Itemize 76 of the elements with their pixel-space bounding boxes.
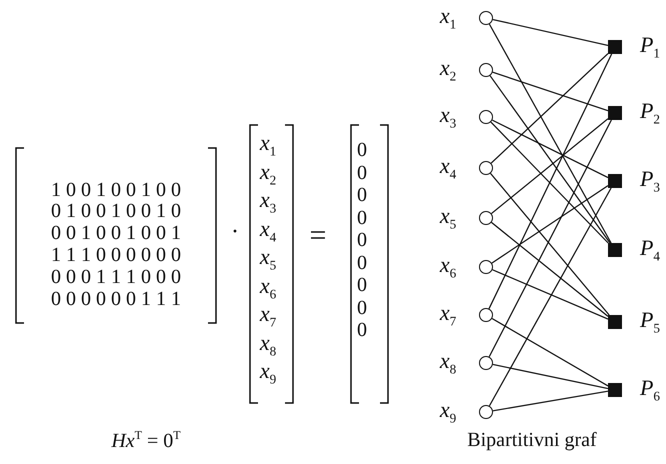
variable-node (479, 356, 493, 370)
matrix-row: 0 0 0 1 1 1 0 0 0 (51, 267, 181, 287)
check-node (608, 243, 622, 257)
node-label: x$_{6}$ (440, 254, 456, 280)
node-label: x$_{5}$ (440, 205, 456, 231)
variable-node (479, 308, 493, 322)
math-symbol: x$_{1}$ (260, 132, 276, 158)
variable-node (479, 161, 493, 175)
graph-edge (492, 120, 608, 178)
check-node (608, 315, 622, 329)
graph-edge (491, 118, 608, 214)
graph-edge (492, 72, 608, 112)
math-symbol: x$_{6}$ (260, 274, 276, 300)
matrix-row: 0 0 1 0 0 1 0 0 1 (51, 223, 181, 243)
graph-edge (492, 185, 608, 264)
node-label: x$_{7}$ (440, 302, 456, 328)
equation-caption: Hx$^{T}$ = 0$^{T}$ (111, 429, 181, 451)
math-symbol: 0 (357, 275, 367, 295)
math-symbol: x$_{3}$ (260, 189, 276, 215)
graph-edge (488, 120, 612, 358)
math-symbol: x$_{9}$ (260, 360, 276, 386)
graph-edge (488, 54, 612, 309)
graph-edge (492, 269, 608, 320)
graph-edge (492, 390, 608, 412)
check-node (608, 40, 622, 54)
matrix-row: 0 1 0 0 1 0 0 1 0 (51, 201, 181, 221)
math-symbol: 0 (357, 230, 367, 250)
math-symbol: 0 (357, 320, 367, 340)
node-label: x$_{1}$ (440, 5, 456, 31)
check-node (608, 106, 622, 120)
variable-node (479, 405, 493, 419)
graph-edge (492, 18, 608, 46)
node-label: P$_{3}$ (640, 168, 660, 194)
variable-node (479, 260, 493, 274)
graph-edge (488, 24, 612, 244)
matrix-row: 1 0 0 1 0 0 1 0 0 (51, 180, 181, 200)
check-node (608, 383, 622, 397)
node-label: x$_{8}$ (440, 350, 456, 376)
node-label: P$_{6}$ (640, 377, 660, 403)
math-symbol: · (231, 220, 239, 244)
node-label: x$_{4}$ (440, 155, 456, 181)
node-label: x$_{2}$ (440, 57, 456, 83)
variable-node (479, 11, 493, 25)
node-label: P$_{1}$ (640, 34, 660, 60)
matrix-row: 1 1 1 0 0 0 0 0 0 (51, 245, 181, 265)
node-label: P$_{5}$ (640, 309, 660, 335)
matrix-row: 0 0 0 0 0 0 1 1 1 (51, 289, 181, 309)
node-label: P$_{4}$ (640, 237, 660, 263)
node-label: x$_{9}$ (440, 399, 456, 425)
math-symbol: x$_{8}$ (260, 332, 276, 358)
math-symbol: 0 (357, 162, 367, 182)
math-symbol: x$_{2}$ (260, 160, 276, 186)
graph-edge (490, 122, 609, 244)
graph-edge (490, 75, 610, 244)
graph-caption: Bipartitivni graf (467, 430, 597, 450)
math-symbol: x$_{4}$ (260, 218, 276, 244)
math-symbol: x$_{5}$ (260, 246, 276, 272)
math-symbol: = (310, 221, 326, 251)
graph-edge (488, 188, 612, 406)
math-symbol: 0 (357, 185, 367, 205)
math-symbol: 0 (357, 252, 367, 272)
math-symbol: x$_{7}$ (260, 303, 276, 329)
graph-edge (490, 172, 610, 316)
math-symbol: 0 (357, 208, 367, 228)
variable-node (479, 63, 493, 77)
node-label: x$_{3}$ (440, 104, 456, 130)
math-symbol: 0 (357, 140, 367, 160)
graph-edge (491, 222, 608, 317)
variable-node (479, 110, 493, 124)
check-node (608, 174, 622, 188)
graph-edge (492, 364, 608, 390)
math-symbol: 0 (357, 298, 367, 318)
graph-edge (492, 318, 608, 386)
node-label: P$_{2}$ (640, 100, 660, 126)
graph-edge (490, 53, 608, 164)
variable-node (479, 211, 493, 225)
